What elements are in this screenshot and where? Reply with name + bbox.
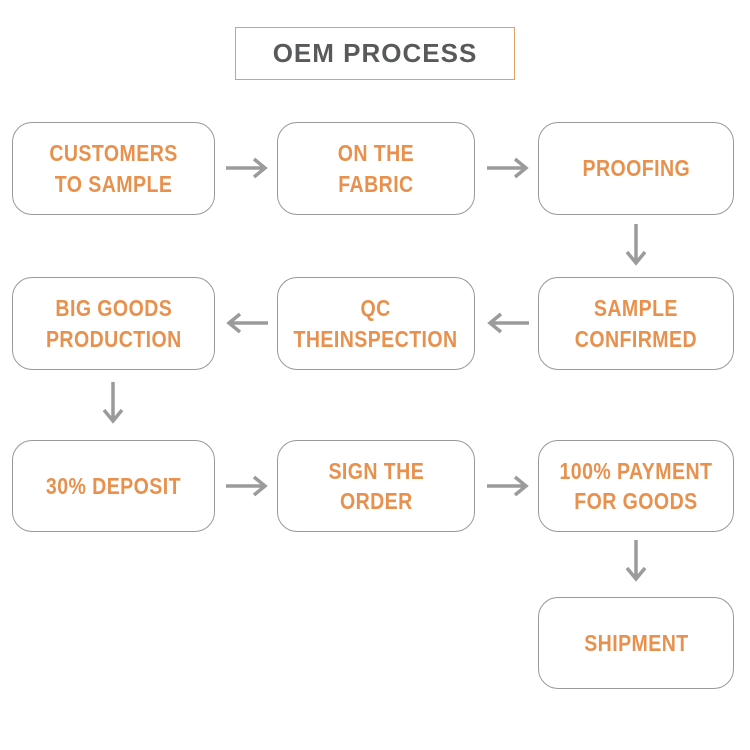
node-100-percent-payment: 100% PAYMENT FOR GOODS (538, 440, 734, 532)
node-label: SHIPMENT (583, 629, 689, 656)
arrow-right-icon (486, 156, 530, 180)
node-label: SIGN THE ORDER (328, 457, 424, 514)
node-sample-confirmed: SAMPLE CONFIRMED (538, 277, 734, 370)
arrow-left-icon (486, 311, 530, 335)
node-big-goods-production: BIG GOODS PRODUCTION (12, 277, 215, 370)
arrow-right-icon (225, 156, 269, 180)
node-customers-to-sample: CUSTOMERS TO SAMPLE (12, 122, 215, 215)
node-label: QC THEINSPECTION (293, 295, 459, 352)
arrow-down-icon (101, 381, 125, 425)
arrow-right-icon (486, 474, 530, 498)
node-label: BIG GOODS PRODUCTION (45, 295, 182, 352)
node-qc-theinspection: QC THEINSPECTION (277, 277, 475, 370)
node-proofing: PROOFING (538, 122, 734, 215)
node-label: ON THE FABRIC (337, 140, 415, 197)
node-label: 30% DEPOSIT (45, 472, 182, 499)
node-30-percent-deposit: 30% DEPOSIT (12, 440, 215, 532)
node-label: SAMPLE CONFIRMED (574, 295, 698, 352)
node-on-the-fabric: ON THE FABRIC (277, 122, 475, 215)
arrow-left-icon (225, 311, 269, 335)
flowchart-title-box: OEM PROCESS (235, 27, 515, 80)
arrow-right-icon (225, 474, 269, 498)
node-label: 100% PAYMENT FOR GOODS (559, 457, 713, 514)
flowchart-title: OEM PROCESS (272, 38, 478, 68)
node-shipment: SHIPMENT (538, 597, 734, 689)
node-label: CUSTOMERS TO SAMPLE (49, 140, 178, 197)
arrow-down-icon (624, 539, 648, 583)
node-label: PROOFING (582, 155, 690, 182)
arrow-down-icon (624, 223, 648, 267)
node-sign-the-order: SIGN THE ORDER (277, 440, 475, 532)
